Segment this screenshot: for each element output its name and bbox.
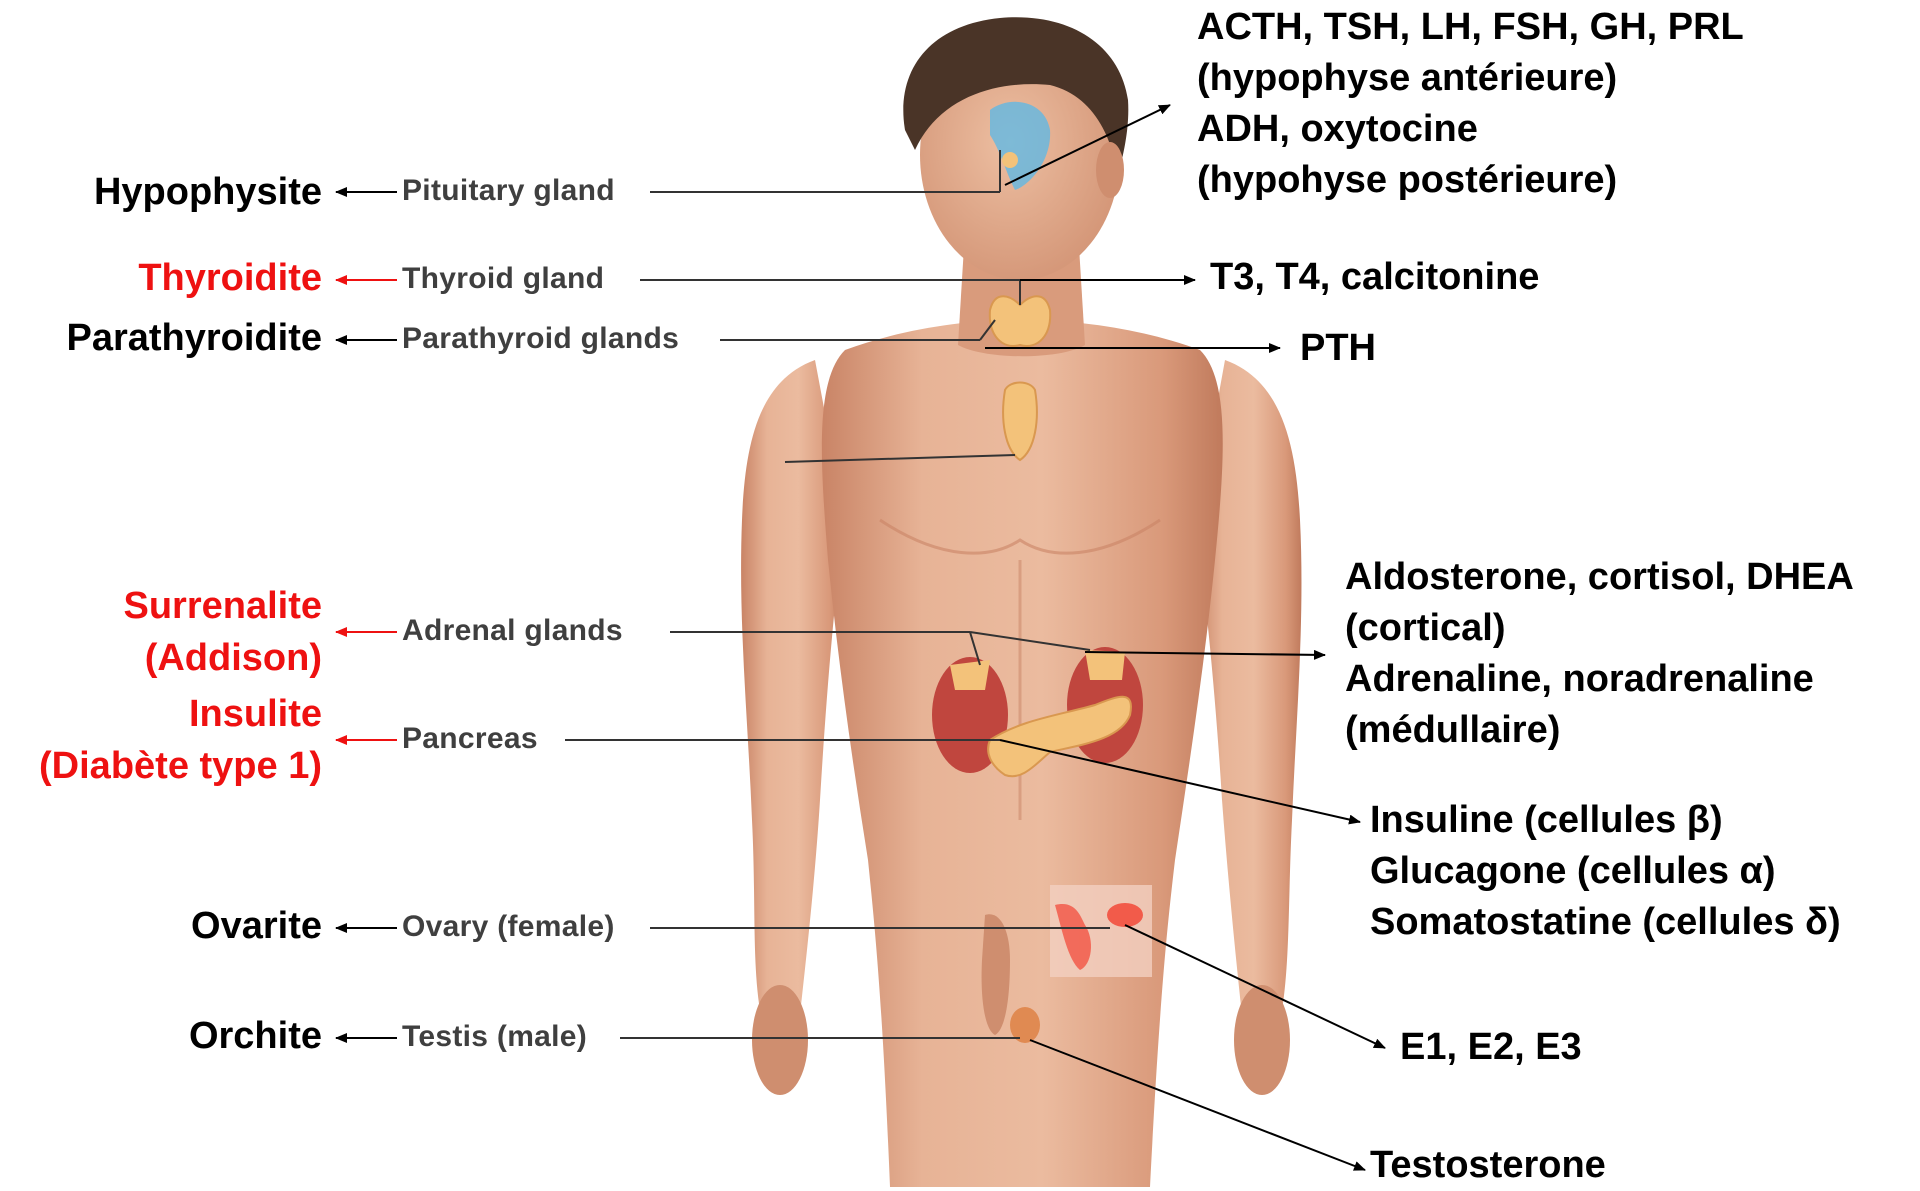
hormone-line: (médullaire): [1345, 705, 1854, 756]
hormone-line: Aldosterone, cortisol, DHEA: [1345, 552, 1854, 603]
hormone-line: (hypophyse antérieure): [1197, 53, 1744, 104]
disease-diabete-type-1: (Diabète type 1): [39, 740, 322, 792]
hormones-adrenal: Aldosterone, cortisol, DHEA (cortical) A…: [1345, 552, 1854, 756]
pituitary-gland-shape: [1002, 152, 1018, 168]
label-thyroid-gland: Thyroid gland: [402, 262, 604, 296]
right-adrenal-shape: [1085, 650, 1125, 680]
hormone-line: Somatostatine (cellules δ): [1370, 897, 1841, 948]
hormone-line: Adrenaline, noradrenaline: [1345, 654, 1854, 705]
disease-insulite: Insulite: [189, 688, 322, 740]
hormones-pituitary: ACTH, TSH, LH, FSH, GH, PRL (hypophyse a…: [1197, 2, 1744, 206]
ovary-shape: [1107, 903, 1143, 927]
ear: [1096, 142, 1124, 198]
label-ovary: Ovary (female): [402, 910, 615, 944]
left-adrenal-shape: [950, 660, 990, 690]
disease-hypophysite: Hypophysite: [94, 166, 322, 218]
hormone-line: ADH, oxytocine: [1197, 104, 1744, 155]
disease-surrenalite: Surrenalite: [123, 580, 322, 632]
label-pancreas: Pancreas: [402, 722, 538, 756]
hormone-ovary: E1, E2, E3: [1400, 1022, 1582, 1073]
hormone-testis: Testosterone: [1370, 1140, 1606, 1191]
hormone-thyroid: T3, T4, calcitonine: [1210, 252, 1539, 303]
label-adrenal-glands: Adrenal glands: [402, 614, 623, 648]
disease-ovarite: Ovarite: [191, 900, 322, 952]
label-testis: Testis (male): [402, 1020, 587, 1054]
hormone-line: (hypohyse postérieure): [1197, 155, 1744, 206]
hormone-line: ACTH, TSH, LH, FSH, GH, PRL: [1197, 2, 1744, 53]
disease-parathyroidite: Parathyroidite: [66, 312, 322, 364]
hormone-line: Glucagone (cellules α): [1370, 846, 1841, 897]
right-hand: [1234, 985, 1290, 1095]
disease-addison: (Addison): [145, 632, 322, 684]
disease-thyroidite: Thyroidite: [138, 252, 322, 304]
left-hand: [752, 985, 808, 1095]
disease-arrows: [336, 192, 397, 1038]
label-pituitary-gland: Pituitary gland: [402, 174, 615, 208]
hormones-pancreas: Insuline (cellules β) Glucagone (cellule…: [1370, 795, 1841, 948]
hormone-line: Insuline (cellules β): [1370, 795, 1841, 846]
hormone-parathyroid: PTH: [1300, 323, 1376, 374]
hormone-line: (cortical): [1345, 603, 1854, 654]
disease-orchite: Orchite: [189, 1010, 322, 1062]
label-parathyroid-glands: Parathyroid glands: [402, 322, 679, 356]
